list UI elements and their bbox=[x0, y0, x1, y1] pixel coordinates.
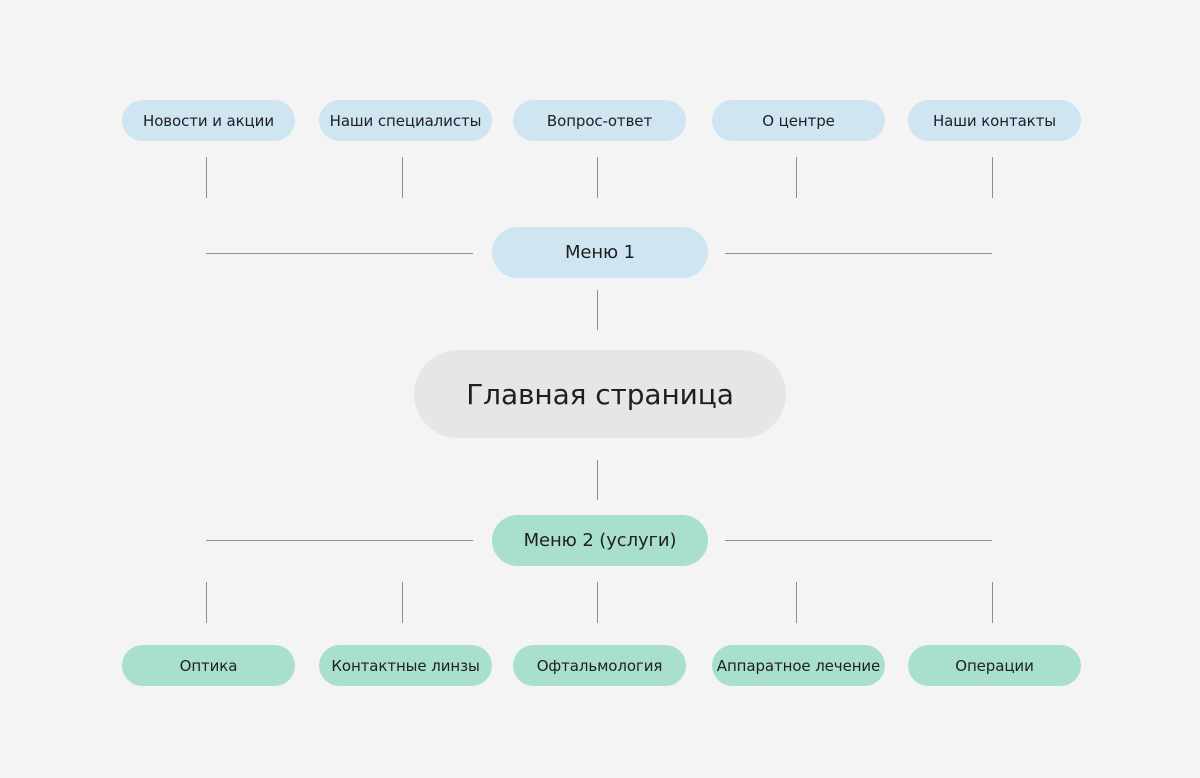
connector-menu2-left bbox=[206, 540, 473, 541]
connector-menu2-operations bbox=[992, 582, 993, 623]
connector-menu1-about bbox=[796, 157, 797, 198]
menu1-item-faq: Вопрос-ответ bbox=[513, 100, 686, 141]
menu1-item-about: О центре bbox=[712, 100, 885, 141]
menu2-item-contact-lenses: Контактные линзы bbox=[319, 645, 492, 686]
connector-menu1-left bbox=[206, 253, 473, 254]
connector-menu1-news bbox=[206, 157, 207, 198]
connector-menu1-right bbox=[725, 253, 992, 254]
menu1-node: Меню 1 bbox=[492, 227, 708, 278]
menu2-item-hardware-treatment: Аппаратное лечение bbox=[712, 645, 885, 686]
menu1-item-contacts: Наши контакты bbox=[908, 100, 1081, 141]
main-page-node: Главная страница bbox=[414, 350, 786, 438]
connector-menu1-main bbox=[597, 290, 598, 330]
connector-menu2-lenses bbox=[402, 582, 403, 623]
connector-main-menu2 bbox=[597, 460, 598, 500]
connector-menu2-optics bbox=[206, 582, 207, 623]
menu1-item-specialists: Наши специалисты bbox=[319, 100, 492, 141]
menu1-item-news: Новости и акции bbox=[122, 100, 295, 141]
connector-menu1-contacts bbox=[992, 157, 993, 198]
connector-menu1-specialists bbox=[402, 157, 403, 198]
menu2-item-operations: Операции bbox=[908, 645, 1081, 686]
connector-menu1-faq bbox=[597, 157, 598, 198]
connector-menu2-ophthalmology bbox=[597, 582, 598, 623]
menu2-item-optics: Оптика bbox=[122, 645, 295, 686]
connector-menu2-right bbox=[725, 540, 992, 541]
menu2-item-ophthalmology: Офтальмология bbox=[513, 645, 686, 686]
menu2-node: Меню 2 (услуги) bbox=[492, 515, 708, 566]
connector-menu2-hardware bbox=[796, 582, 797, 623]
